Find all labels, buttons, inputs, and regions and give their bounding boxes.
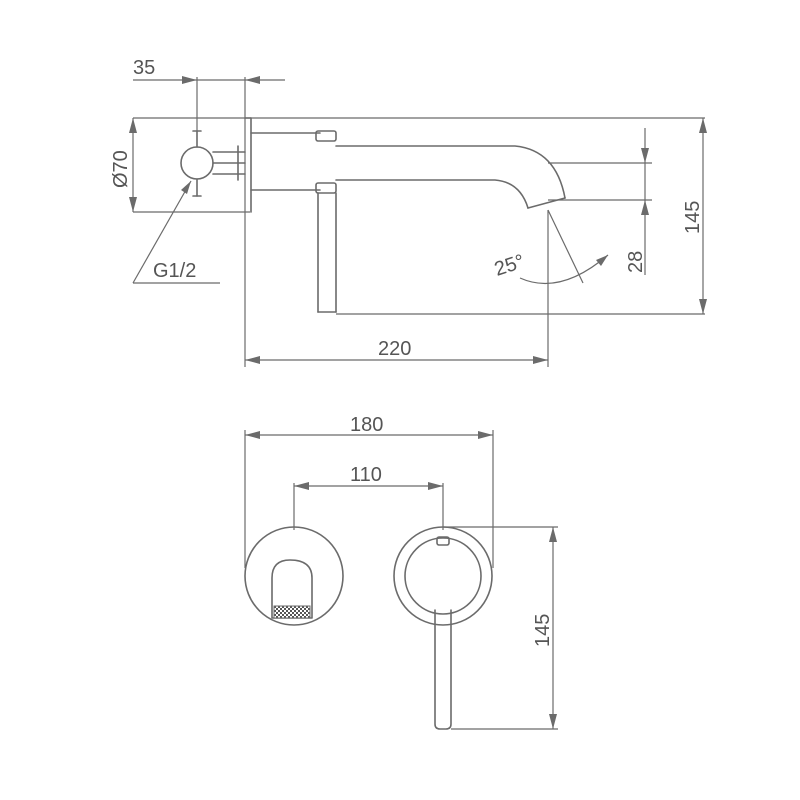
dim-180: 180 bbox=[244, 414, 494, 568]
thread-callout: G1/2 bbox=[132, 180, 220, 284]
dim-110: 110 bbox=[293, 464, 444, 530]
dim-35-label: 35 bbox=[133, 57, 155, 79]
thread-callout-label: G1/2 bbox=[153, 260, 196, 282]
dim-28-label: 28 bbox=[625, 251, 647, 273]
spout-plate-front bbox=[244, 526, 344, 626]
front-view: 180 110 bbox=[244, 414, 558, 730]
dim-180-label: 180 bbox=[350, 414, 383, 436]
cross-handle bbox=[180, 130, 246, 197]
aerator bbox=[273, 605, 311, 619]
dim-35: 35 bbox=[133, 57, 285, 131]
dim-diameter-70-label: Ø70 bbox=[110, 150, 132, 188]
dim-145-side-label: 145 bbox=[682, 201, 704, 234]
dim-145-front: 145 bbox=[443, 526, 558, 730]
dim-angle-25-label: 25° bbox=[492, 250, 528, 280]
mixer-plate-front bbox=[393, 526, 493, 730]
dim-110-label: 110 bbox=[350, 464, 382, 486]
dim-145-front-label: 145 bbox=[532, 614, 554, 647]
spout bbox=[250, 130, 566, 209]
dim-220: 220 bbox=[245, 314, 549, 367]
side-view: 35 Ø70 G1/2 25° bbox=[110, 57, 707, 367]
dim-28: 28 bbox=[548, 128, 652, 275]
dim-145-side: 145 bbox=[682, 118, 707, 314]
lever-rod bbox=[317, 192, 705, 315]
dim-angle-25: 25° bbox=[492, 209, 609, 314]
dim-220-label: 220 bbox=[378, 338, 411, 360]
dim-diameter-70: Ø70 bbox=[110, 118, 137, 212]
